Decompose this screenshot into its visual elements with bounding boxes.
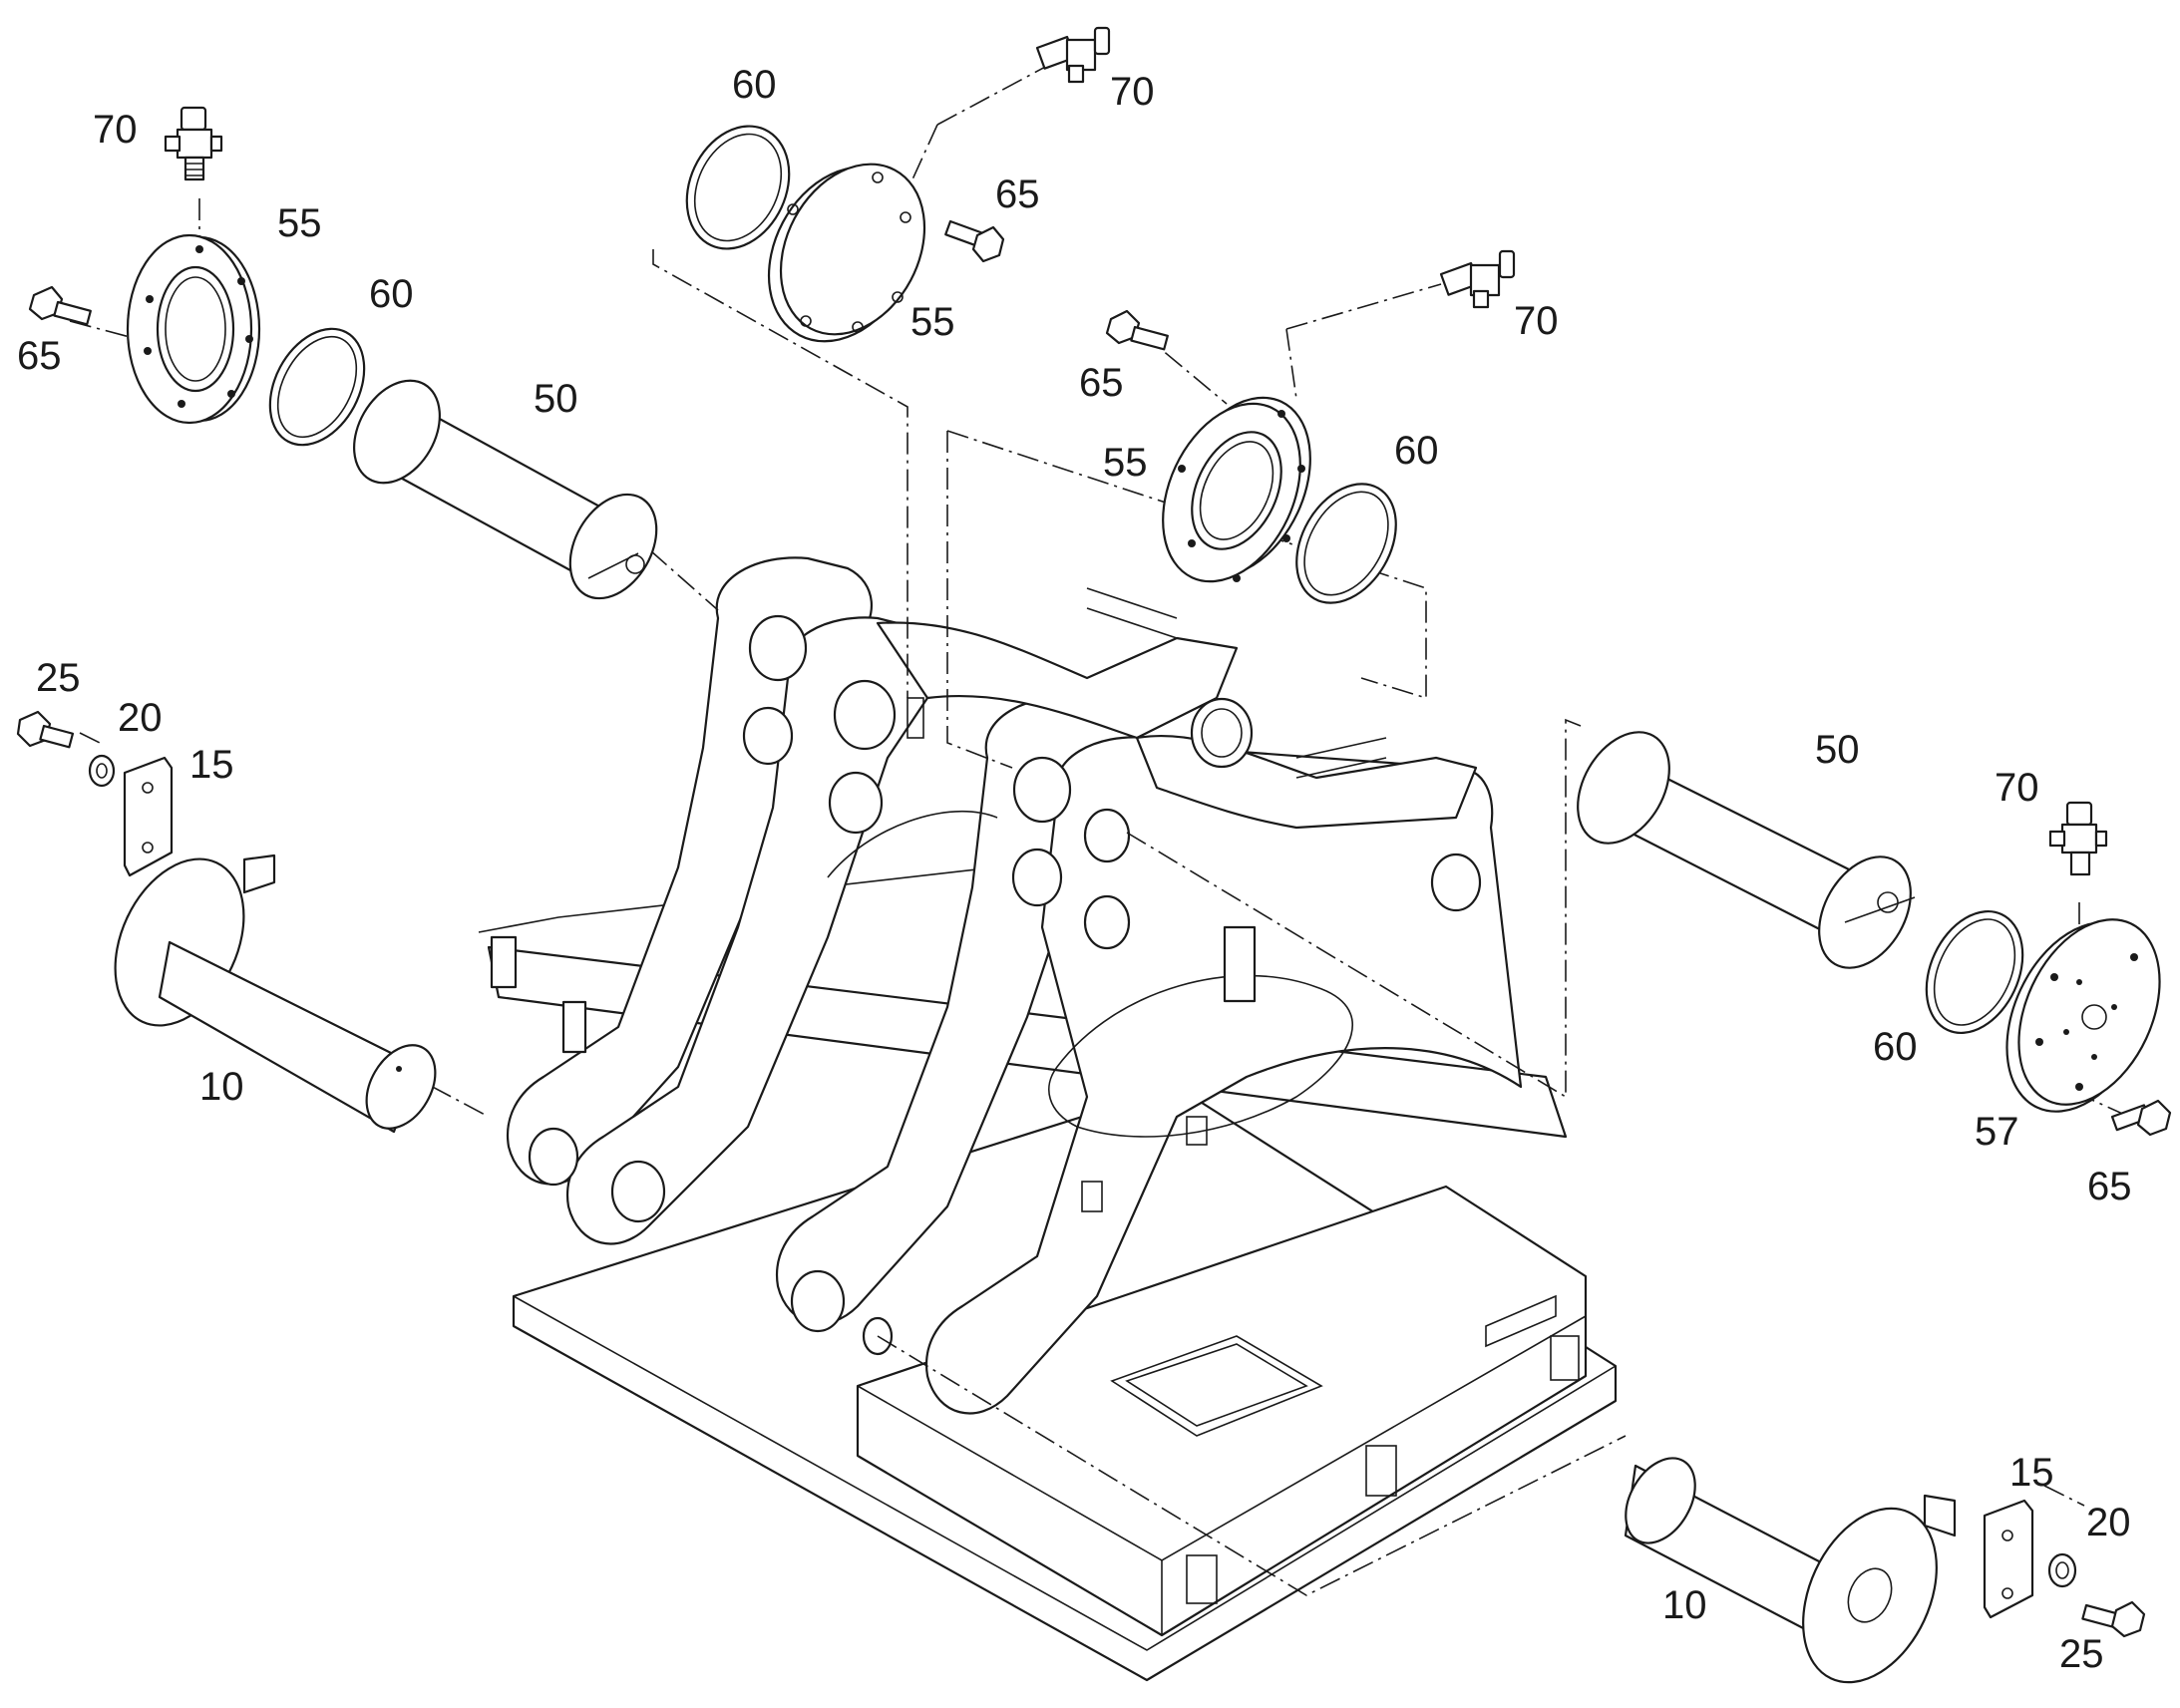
grease-fitting-right-middle: [2048, 801, 2108, 876]
bolt-lower-right: [2081, 1600, 2146, 1638]
bearing-flange-right-upper: [1162, 396, 1311, 583]
grease-fitting-right-upper: [1439, 249, 1516, 309]
callout-25: 25: [36, 656, 81, 700]
callout-70: 70: [1514, 299, 1559, 343]
callout-15: 15: [2009, 1451, 2054, 1495]
callout-55: 55: [277, 201, 322, 245]
pin-lower-left: [114, 854, 437, 1134]
callout-10: 10: [199, 1065, 244, 1109]
o-ring-top-center: [685, 125, 791, 250]
bolt-lower-left: [16, 710, 75, 749]
callout-labels: 70 55 60 65 50 60 70 65 55 70 65 55 60 2…: [17, 63, 2132, 1676]
callout-10: 10: [1662, 1583, 1707, 1627]
callout-60: 60: [732, 63, 777, 107]
bolt-upper-left: [28, 285, 92, 326]
bolt-top-center: [944, 219, 1005, 263]
callout-25: 25: [2059, 1632, 2104, 1676]
callout-65: 65: [17, 334, 62, 378]
main-frame-assembly: [478, 556, 1618, 1682]
pin-lower-right: [1624, 1457, 1957, 1684]
lock-plate-lower-right: [1983, 1499, 2034, 1619]
callout-50: 50: [534, 377, 578, 421]
washer-lower-left: [88, 754, 116, 788]
bolt-right-middle: [2110, 1099, 2172, 1137]
pin-upper-left: [353, 379, 658, 600]
callout-20: 20: [118, 696, 163, 740]
callout-65: 65: [995, 172, 1040, 216]
end-plate-right-middle: [2005, 918, 2161, 1113]
callout-50: 50: [1815, 728, 1860, 772]
callout-60: 60: [1394, 429, 1439, 473]
callout-65: 65: [1079, 361, 1124, 405]
callout-60: 60: [369, 272, 414, 316]
callout-55: 55: [910, 300, 955, 344]
callout-57: 57: [1975, 1110, 2019, 1154]
o-ring-right-upper: [1295, 483, 1397, 604]
end-cover-top-center: [767, 163, 926, 343]
lock-plate-lower-left: [123, 756, 174, 877]
callout-20: 20: [2086, 1501, 2131, 1544]
callout-70: 70: [1995, 766, 2039, 810]
o-ring-right-middle: [1925, 909, 2024, 1035]
callout-70: 70: [1110, 70, 1155, 114]
callout-15: 15: [189, 743, 234, 787]
bearing-flange-upper-left: [126, 233, 261, 425]
grease-fitting-upper-left: [164, 106, 223, 181]
bolt-right-upper: [1105, 309, 1169, 351]
callout-55: 55: [1103, 441, 1148, 485]
washer-lower-right: [2047, 1552, 2077, 1588]
callout-70: 70: [93, 108, 138, 152]
pin-right-middle: [1577, 731, 1916, 969]
o-ring-upper-left: [268, 327, 366, 447]
callout-65: 65: [2087, 1165, 2132, 1208]
callout-60: 60: [1873, 1025, 1918, 1069]
grease-fitting-top-center: [1035, 26, 1111, 84]
